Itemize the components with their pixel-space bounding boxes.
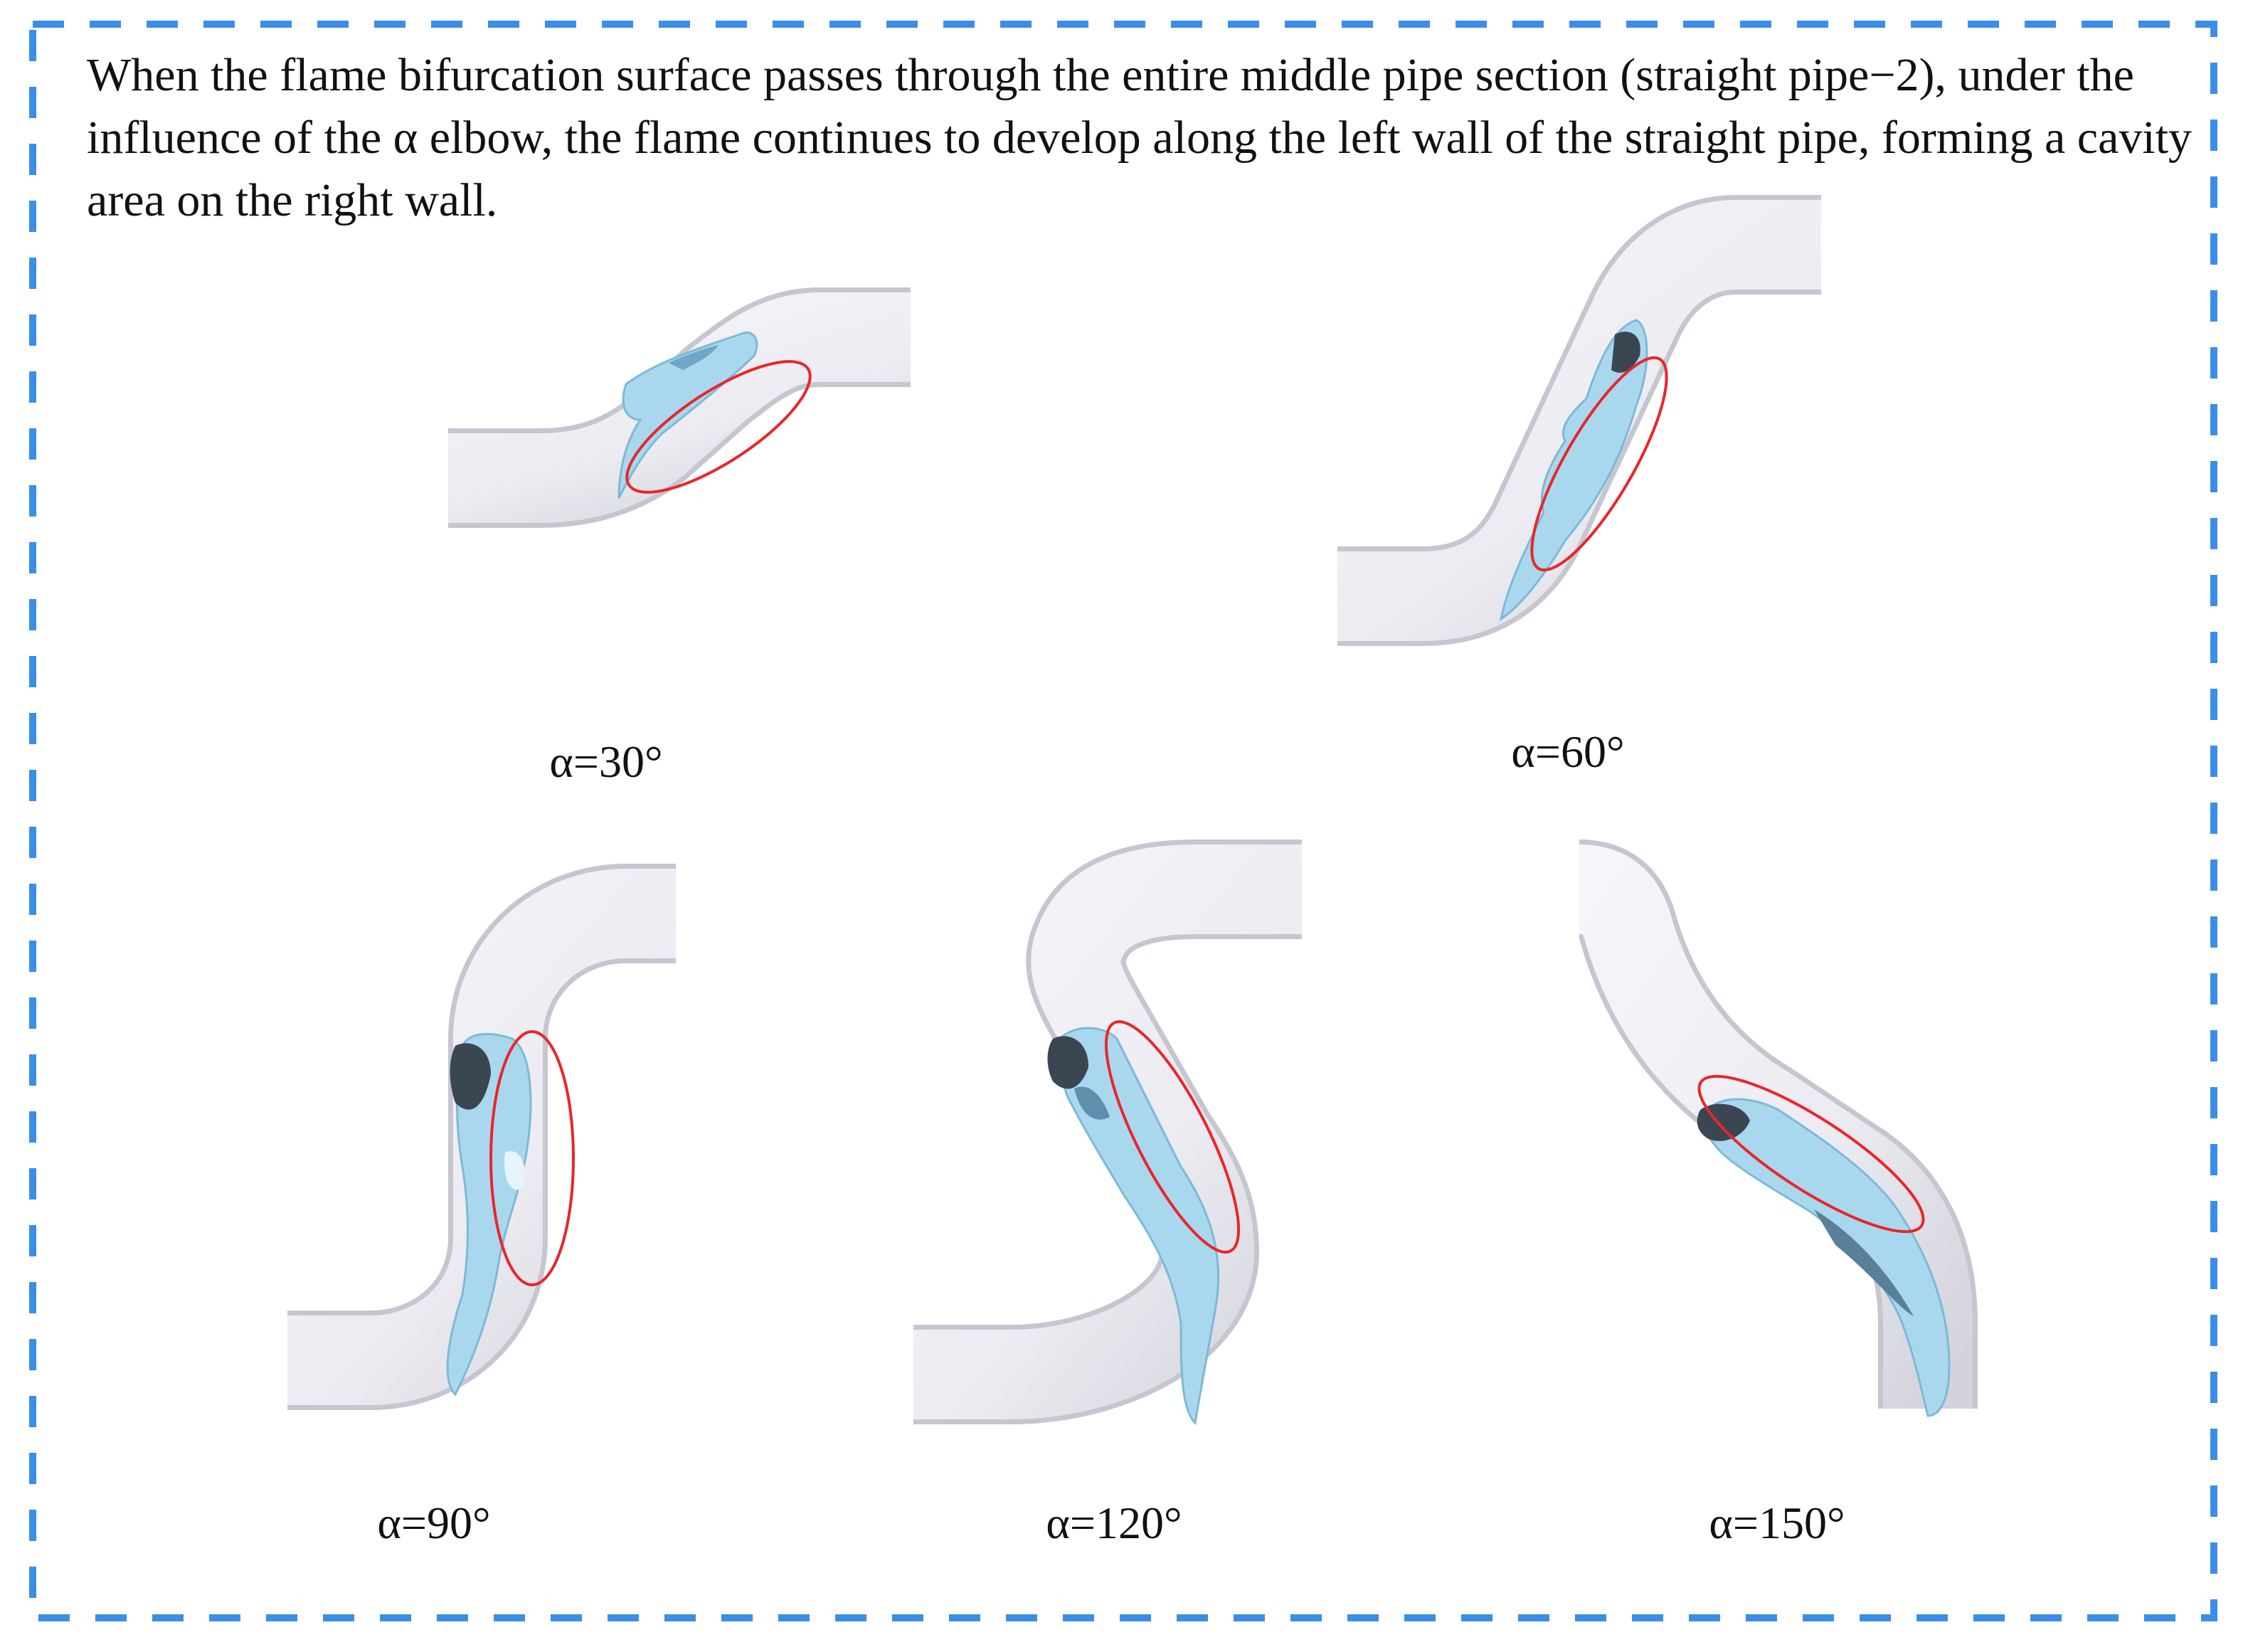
cavity-highlight-120 [1104, 1020, 1241, 1254]
cavity-highlight-30 [625, 360, 812, 494]
pipe-figure-150 [1576, 840, 1978, 1417]
flame-surface-90 [446, 1032, 532, 1397]
flame-surface-60 [1499, 319, 1648, 622]
panel-label-30: α=30° [549, 736, 663, 787]
panel-label-90: α=90° [377, 1498, 491, 1548]
flame-surface-30 [617, 331, 758, 499]
panel-label-120: α=120° [1046, 1498, 1182, 1548]
flame-surface-120 [1056, 1027, 1219, 1426]
cavity-highlight-90 [489, 1030, 575, 1286]
pipe-figure-120 [913, 840, 1302, 1426]
pipe-figure-90 [287, 864, 676, 1410]
flame-surface-150 [1703, 1098, 1951, 1417]
panel-label-150: α=150° [1709, 1498, 1845, 1548]
panel-label-60: α=60° [1511, 726, 1625, 777]
pipe-figure-60 [1337, 195, 1821, 646]
cavity-highlight-150 [1697, 1074, 1925, 1234]
caption-text: When the flame bifurcation surface passe… [87, 49, 2193, 226]
pipe-figure-30 [448, 287, 911, 528]
cavity-highlight-60 [1530, 356, 1668, 572]
